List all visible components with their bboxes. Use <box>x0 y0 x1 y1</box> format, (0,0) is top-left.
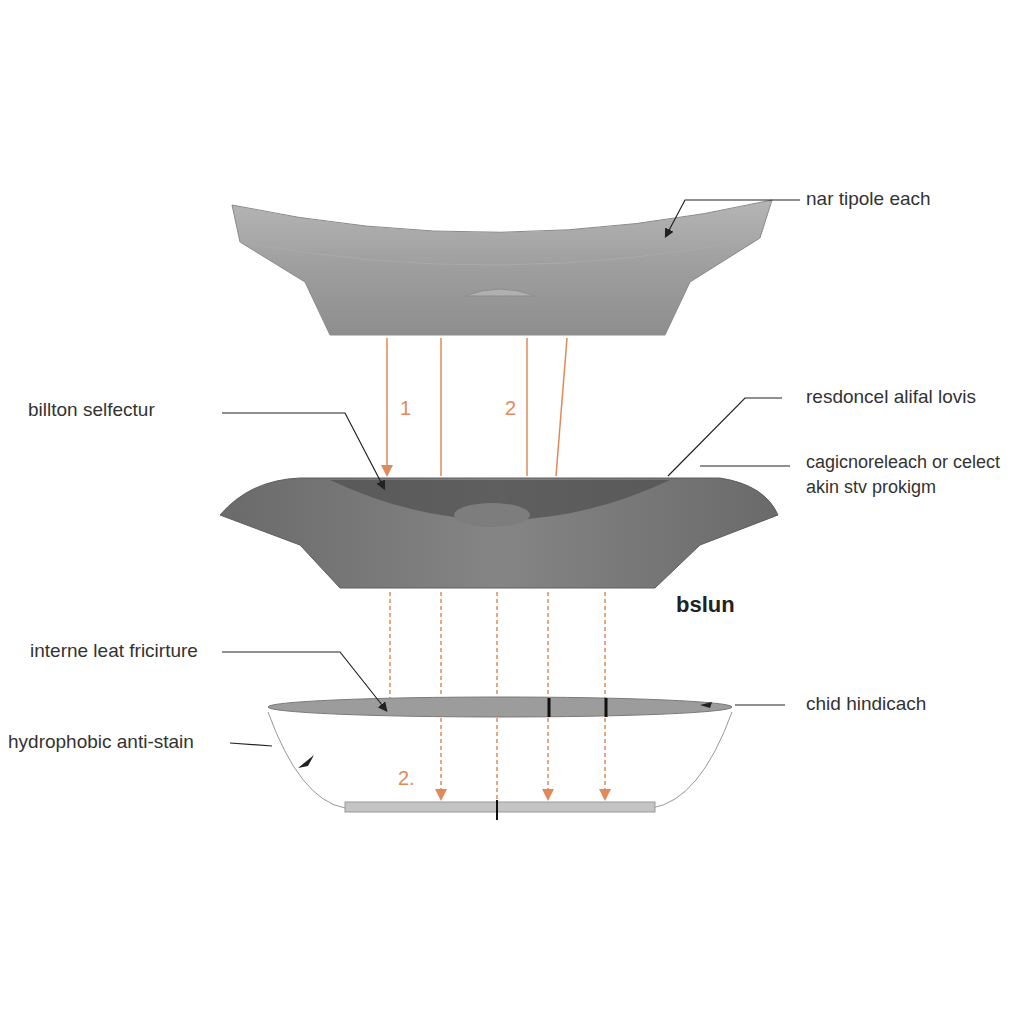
part-label: chid hindicach <box>806 691 926 718</box>
callout-number: 1 <box>400 394 411 422</box>
part-label: bslun <box>676 590 735 621</box>
leader-lines <box>222 200 800 768</box>
part-label: hydrophobic anti-stain <box>8 729 194 756</box>
assembly-arrows <box>387 338 567 476</box>
middle-layer <box>220 478 778 588</box>
callout-number: 2 <box>505 394 516 422</box>
part-label: billton selfectur <box>28 397 155 424</box>
part-label: interne leat fricirture <box>30 638 198 665</box>
callout-number: 2. <box>398 764 415 792</box>
part-label: nar tipole each <box>806 186 931 213</box>
top-layer <box>232 200 772 335</box>
part-label: resdoncel alifal lovis <box>806 384 976 411</box>
bottom-layer <box>268 697 732 820</box>
assembly-arrows <box>390 592 605 800</box>
part-label: cagicnoreleach or celect akin stv prokig… <box>806 450 1011 500</box>
